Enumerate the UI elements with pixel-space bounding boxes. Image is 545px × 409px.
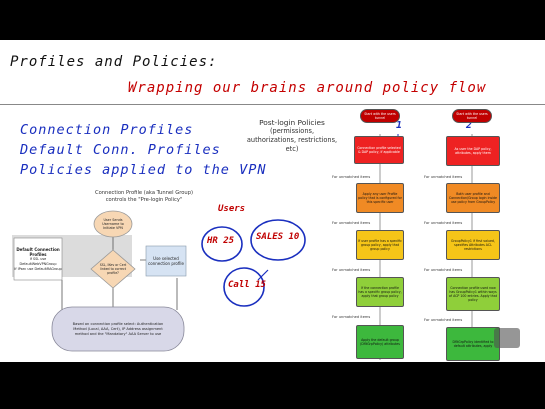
flow-right-label-3: For unmatched items: [424, 268, 463, 272]
flow-right-label-1: For unmatched items: [424, 175, 463, 179]
default-profile-box: Default Connection Profiles If SSL use D…: [14, 239, 62, 279]
flow-left-label-2: For unmatched items: [332, 221, 371, 225]
diagram-caption-1: Connection Profile (aka Tunnel Group): [94, 190, 194, 196]
sales-annotation: SALES 10: [256, 232, 300, 242]
flow-left-label-3: For unmatched items: [332, 268, 371, 272]
default-profile-title: Default Connection Profiles: [16, 246, 60, 257]
flow-left-step-4: If the connection profile has a specific…: [356, 277, 404, 307]
flow-left-step-5: Apply the default group (DfltGrpPolicy) …: [356, 325, 404, 359]
slide-title: Profiles and Policies:: [10, 54, 218, 70]
diagram-caption-2: controls the "Pre-login Policy": [105, 197, 183, 203]
flow-right-step-5: DfltGrpPolicy identified to default attr…: [446, 327, 500, 361]
video-overlay-control[interactable]: [494, 328, 520, 348]
user-prompt-node: User Sends Username to Initiate VPN: [102, 218, 124, 230]
diagram-caption: Connection Profile (aka Tunnel Group) co…: [44, 190, 244, 204]
flow-right-step-3: GroupPolicy1 if first valued, specifies …: [446, 230, 500, 260]
flow-right-label-4: For unmatched items: [424, 318, 463, 322]
postlogin-title: Post-login Policies: [259, 118, 325, 127]
flow-left-start: Start with the users tunnel: [360, 109, 400, 123]
postlogin-sub: (permissions, authorizations, restrictio…: [246, 127, 338, 153]
postlogin-heading: Post-login Policies (permissions, author…: [246, 118, 338, 154]
flow-number-2: 2: [466, 120, 473, 131]
flow-left-label-4: For unmatched items: [332, 315, 371, 319]
bullet-connection-profiles: Connection Profiles: [20, 122, 194, 138]
default-profile-lines: If SSL use DefaultWebVPNGroup If IPsec u…: [14, 256, 62, 271]
title-rule: [0, 104, 545, 105]
hr-annotation: HR 25: [207, 236, 235, 246]
flow-left-step-3: If user profile has a specific group pol…: [356, 230, 404, 260]
flow-right-step-2: Both user profile and Connection/Group l…: [446, 183, 500, 213]
based-on-box: Based on connection profile select: Auth…: [72, 321, 164, 336]
call-annotation: Call 15: [228, 280, 266, 290]
flow-left-step-2: Apply any user Profile policy that is co…: [356, 183, 404, 213]
slide: Profiles and Policies: Wrapping our brai…: [0, 40, 545, 362]
flow-right-step-1: As user the DAP policy, attributes, appl…: [446, 136, 500, 166]
flow-number-1: 1: [396, 120, 403, 131]
users-annotation: Users: [218, 204, 246, 214]
bullet-policies-vpn: Policies applied to the VPN: [20, 162, 267, 178]
flow-right-step-4: Connection profile used now has GroupPol…: [446, 277, 500, 311]
flow-left-step-1: Connection profile selected & DAP policy…: [354, 136, 404, 164]
flow-right-start: Start with the users tunnel: [452, 109, 492, 123]
flow-left-label-1: For unmatched items: [332, 175, 371, 179]
prelogin-diagram: [12, 134, 473, 360]
flow-right-label-2: For unmatched items: [424, 221, 463, 225]
bullet-default-profiles: Default Conn. Profiles: [20, 142, 221, 158]
decision-node: SSL, IKev or Cert linked to correct prof…: [99, 263, 127, 275]
slide-subtitle: Wrapping our brains around policy flow: [128, 80, 487, 96]
use-selected-box: Use selected connection profile: [148, 256, 184, 266]
